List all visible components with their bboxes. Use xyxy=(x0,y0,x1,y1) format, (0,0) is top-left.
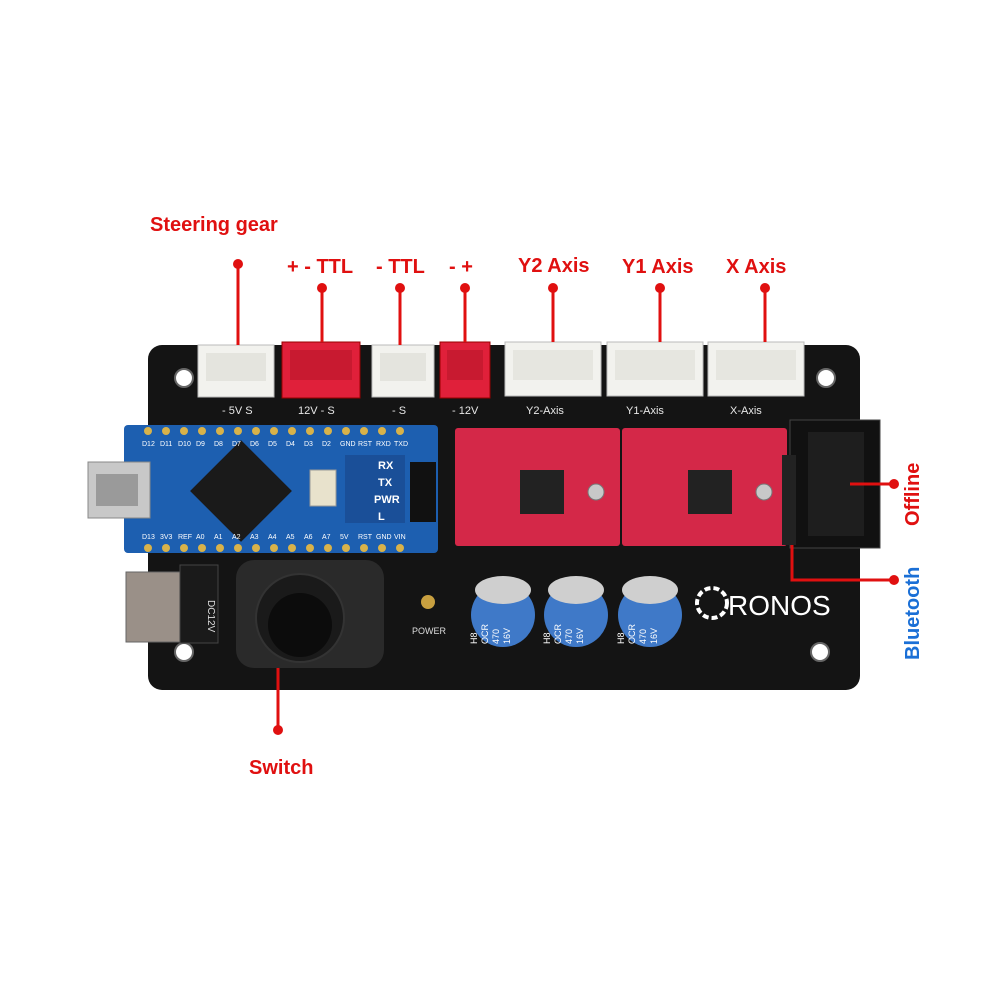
led-l: L xyxy=(378,511,385,523)
capacitor-label: 470 xyxy=(638,629,648,644)
nano-bottom-pin-label: A4 xyxy=(268,534,277,541)
y1-axis-connector xyxy=(606,341,704,397)
capacitor-label: H8 xyxy=(616,632,626,644)
silk-power: POWER xyxy=(412,626,447,636)
power-socket xyxy=(179,564,219,644)
label-y1-axis: Y1 Axis xyxy=(622,256,694,278)
nano-top-pin-label: D9 xyxy=(196,441,205,448)
callout-lines xyxy=(233,259,899,735)
arduino-nano xyxy=(87,425,438,553)
nano-top-pin-label: GND xyxy=(340,441,356,448)
label-y2-axis: Y2 Axis xyxy=(518,255,590,277)
nano-top-pin-label: D12 xyxy=(142,441,155,448)
svg-text:RONOS: RONOS xyxy=(728,590,831,621)
silk-servo: - 5V S xyxy=(222,405,253,417)
capacitor-label: 470 xyxy=(491,629,501,644)
capacitor-label: OCR xyxy=(553,624,563,645)
mount-hole xyxy=(174,642,194,662)
nano-top-pin-label: TXD xyxy=(394,441,408,448)
nano-top-pin-label: D4 xyxy=(286,441,295,448)
ttl-connector xyxy=(371,344,435,398)
capacitor xyxy=(544,576,608,647)
nano-bottom-pin-label: 3V3 xyxy=(160,534,173,541)
nano-top-pin-label: RXD xyxy=(376,441,391,448)
silk-dc: DC12V xyxy=(205,600,216,633)
nano-bottom-pin-label: D13 xyxy=(142,534,155,541)
silk-fan: - 12V xyxy=(452,405,479,417)
mount-hole xyxy=(816,368,836,388)
capacitor-label: OCR xyxy=(480,624,490,645)
nano-bottom-pin-label: VIN xyxy=(394,534,406,541)
status-leds xyxy=(345,455,405,523)
nano-bottom-pin-label: A7 xyxy=(322,534,331,541)
nano-top-pin-label: D3 xyxy=(304,441,313,448)
offline-connector xyxy=(789,419,881,549)
y2-axis-connector xyxy=(504,341,602,397)
capacitor-label: 470 xyxy=(564,629,574,644)
nano-bottom-pin-label: 5V xyxy=(340,534,349,541)
dc-jack xyxy=(125,571,185,643)
capacitor-label: 16V xyxy=(575,628,585,644)
bluetooth-header xyxy=(782,455,796,545)
nano-top-pin-label: D7 xyxy=(232,441,241,448)
jumper-header xyxy=(410,462,436,522)
nano-bottom-pin-label: REF xyxy=(178,534,192,541)
nano-top-pin-label: D10 xyxy=(178,441,191,448)
led-pwr: PWR xyxy=(374,494,400,506)
servo-connector xyxy=(197,344,275,398)
silk-x: X-Axis xyxy=(730,405,762,417)
capacitor-label: 16V xyxy=(649,628,659,644)
joystick-switch xyxy=(236,560,384,668)
nano-top-pin-label: RST xyxy=(358,441,373,448)
mount-hole xyxy=(174,368,194,388)
led-rx: RX xyxy=(378,460,394,472)
stepper-driver-2 xyxy=(622,428,787,546)
fan-connector xyxy=(439,341,491,399)
capacitor-label: H8 xyxy=(542,632,552,644)
stepper-driver-1 xyxy=(455,428,620,546)
capacitor xyxy=(618,576,682,647)
nano-bottom-pin-label: A6 xyxy=(304,534,313,541)
nano-bottom-pin-label: A2 xyxy=(232,534,241,541)
silk-ttl: - S xyxy=(392,405,406,417)
nano-bottom-pin-label: A5 xyxy=(286,534,295,541)
nano-top-pin-label: D5 xyxy=(268,441,277,448)
capacitor-label: H8 xyxy=(469,632,479,644)
nano-top-pin-label: D8 xyxy=(214,441,223,448)
nano-bottom-pin-label: GND xyxy=(376,534,392,541)
nano-bottom-pin-label: A0 xyxy=(196,534,205,541)
mount-hole xyxy=(810,642,830,662)
laser-connector xyxy=(281,341,361,399)
nano-top-pin-label: D11 xyxy=(160,441,172,448)
nano-top-pin-label: D6 xyxy=(250,441,259,448)
brand-logo: RONOS xyxy=(695,586,831,621)
label-steering-gear: Steering gear xyxy=(150,214,278,236)
nano-top-pin-label: D2 xyxy=(322,441,331,448)
capacitor-label: 16V xyxy=(502,628,512,644)
capacitor xyxy=(471,576,535,647)
reset-button xyxy=(309,469,337,507)
label-offline: Offline xyxy=(902,462,924,526)
nano-bottom-pin-label: RST xyxy=(358,534,373,541)
power-led xyxy=(421,595,435,609)
silk-y1: Y1-Axis xyxy=(626,405,664,417)
led-tx: TX xyxy=(378,477,393,489)
x-axis-connector xyxy=(707,341,805,397)
label-plus-minus-ttl: + - TTL xyxy=(287,256,354,278)
label-minus-ttl: - TTL xyxy=(376,256,425,278)
capacitor-label: OCR xyxy=(627,624,637,645)
label-minus-plus: - + xyxy=(449,256,473,278)
nano-bottom-pin-label: A1 xyxy=(214,534,223,541)
label-switch: Switch xyxy=(249,757,314,779)
label-bluetooth: Bluetooth xyxy=(902,566,924,660)
silk-laser: 12V - S xyxy=(298,405,335,417)
label-x-axis: X Axis xyxy=(726,256,787,278)
nano-bottom-pin-label: A3 xyxy=(250,534,259,541)
silk-y2: Y2-Axis xyxy=(526,405,564,417)
